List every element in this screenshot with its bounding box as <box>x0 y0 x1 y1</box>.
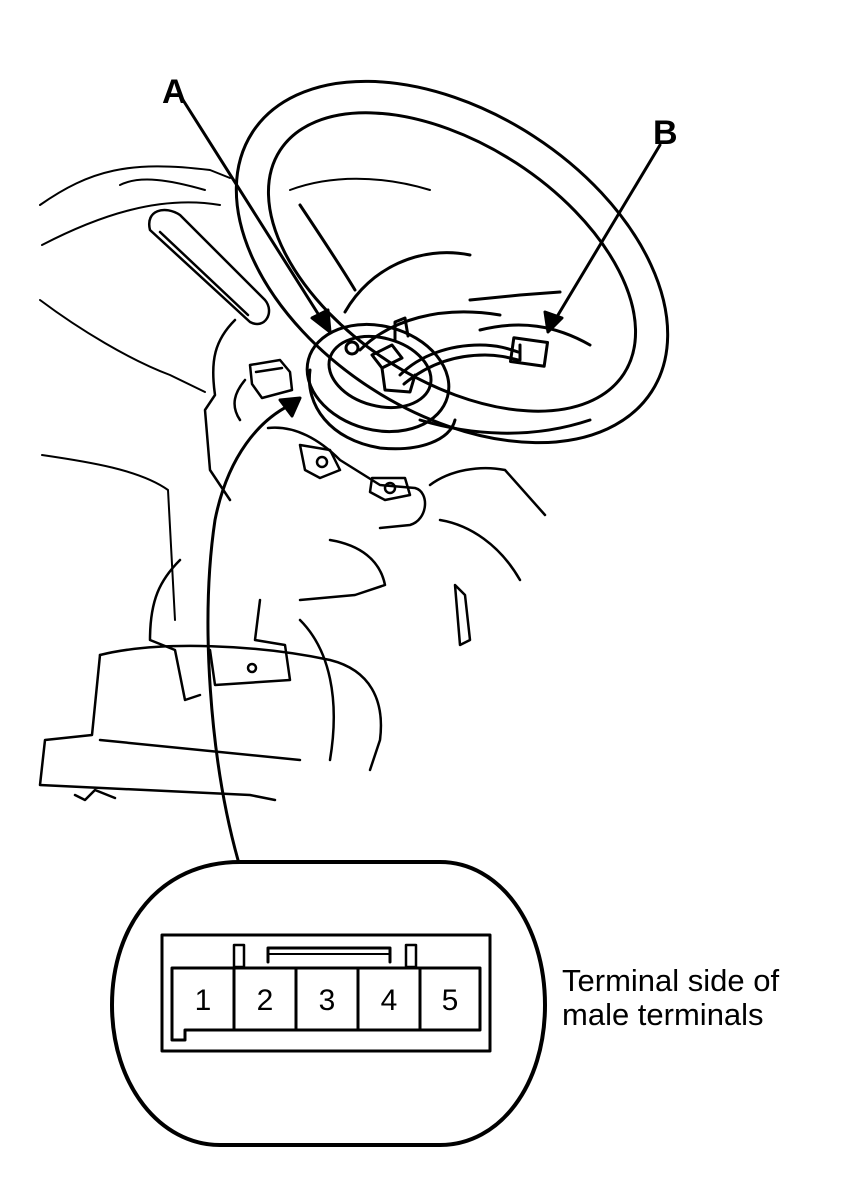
combination-switch-stalk <box>147 208 271 326</box>
callout-leaders <box>181 98 662 862</box>
terminal-pin-2: 2 <box>257 984 274 1017</box>
callout-label-b: B <box>653 114 678 152</box>
terminal-pin-labels: 1 2 3 4 5 <box>195 984 459 1017</box>
connector-caption-line-1: Terminal side of <box>562 963 780 998</box>
connector-detail-bubble <box>110 860 547 1147</box>
terminal-pin-3: 3 <box>319 984 336 1017</box>
steering-column-body <box>148 318 547 702</box>
column-connector-housing <box>233 358 294 422</box>
steering-wheel <box>234 79 670 445</box>
connector-caption: Terminal side of male terminals <box>562 964 779 1032</box>
cable-reel <box>305 316 457 451</box>
callout-label-a: A <box>162 73 187 111</box>
wire-harness <box>398 336 550 386</box>
dashboard-outline <box>39 165 431 621</box>
lower-console <box>38 618 383 802</box>
terminal-pin-5: 5 <box>442 984 459 1017</box>
terminal-pin-1: 1 <box>195 984 212 1017</box>
connector-caption-line-2: male terminals <box>562 997 764 1032</box>
terminal-pin-4: 4 <box>381 984 398 1017</box>
